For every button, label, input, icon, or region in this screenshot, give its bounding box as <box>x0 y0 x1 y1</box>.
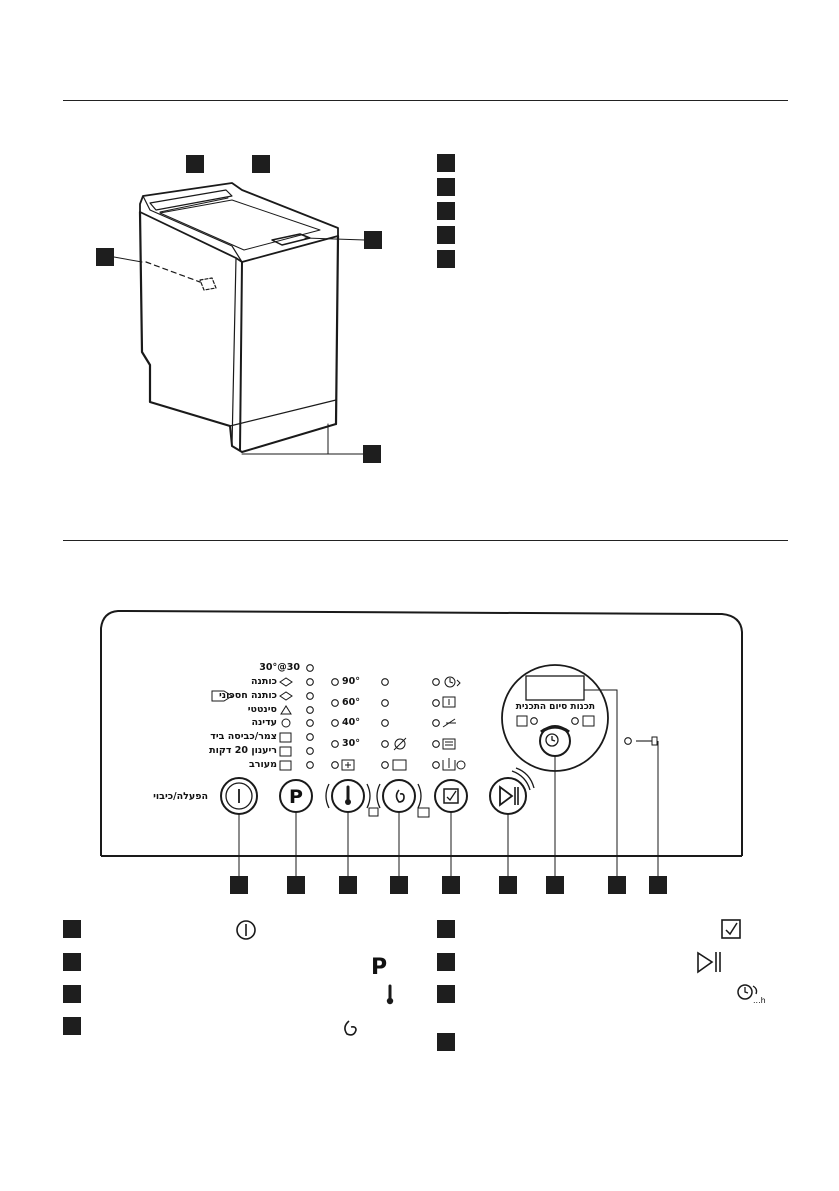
programme-label: מעורב <box>249 759 277 770</box>
callout-marker <box>186 155 204 173</box>
legend-marker <box>437 178 455 196</box>
temperature-label: 90° <box>342 676 360 687</box>
legend-marker <box>437 202 455 220</box>
programme-label: כותנה חסכוני <box>219 690 277 701</box>
callout-marker <box>287 876 305 894</box>
legend-marker <box>63 1017 81 1035</box>
legend-marker <box>437 226 455 244</box>
power-label: הפעלה/כיבוי <box>153 791 208 802</box>
callout-marker <box>442 876 460 894</box>
callout-marker <box>546 876 564 894</box>
middle-divider <box>63 540 788 541</box>
callout-marker <box>230 876 248 894</box>
callout-marker <box>499 876 517 894</box>
callout-marker <box>252 155 270 173</box>
programme-label: צמר/כביסה ביד <box>210 731 277 742</box>
legend-marker <box>437 953 455 971</box>
programme-label: 30@30° <box>259 662 300 673</box>
temperature-label: 40° <box>342 717 360 728</box>
callout-marker <box>364 231 382 249</box>
program-button-letter: P <box>289 786 303 808</box>
callout-marker <box>339 876 357 894</box>
temperature-label: 60° <box>342 697 360 708</box>
callout-marker <box>390 876 408 894</box>
end-time-label: תכנות סיום התכנית <box>515 702 595 712</box>
legend-marker <box>437 1033 455 1051</box>
legend-marker <box>437 154 455 172</box>
legend-marker <box>437 985 455 1003</box>
programme-label: סינטטי <box>247 704 277 715</box>
callout-marker <box>363 445 381 463</box>
legend-marker <box>437 250 455 268</box>
top-divider <box>63 100 788 101</box>
legend-marker <box>63 953 81 971</box>
legend-marker <box>437 920 455 938</box>
callout-marker <box>649 876 667 894</box>
temperature-label: 30° <box>342 738 360 749</box>
programme-label: ריענון 20 דקות <box>209 745 277 756</box>
legend-marker <box>63 920 81 938</box>
callout-marker <box>96 248 114 266</box>
legend-marker <box>63 985 81 1003</box>
callout-marker <box>608 876 626 894</box>
programme-label: כותנה <box>251 676 277 687</box>
programme-label: עדינה <box>251 717 277 728</box>
